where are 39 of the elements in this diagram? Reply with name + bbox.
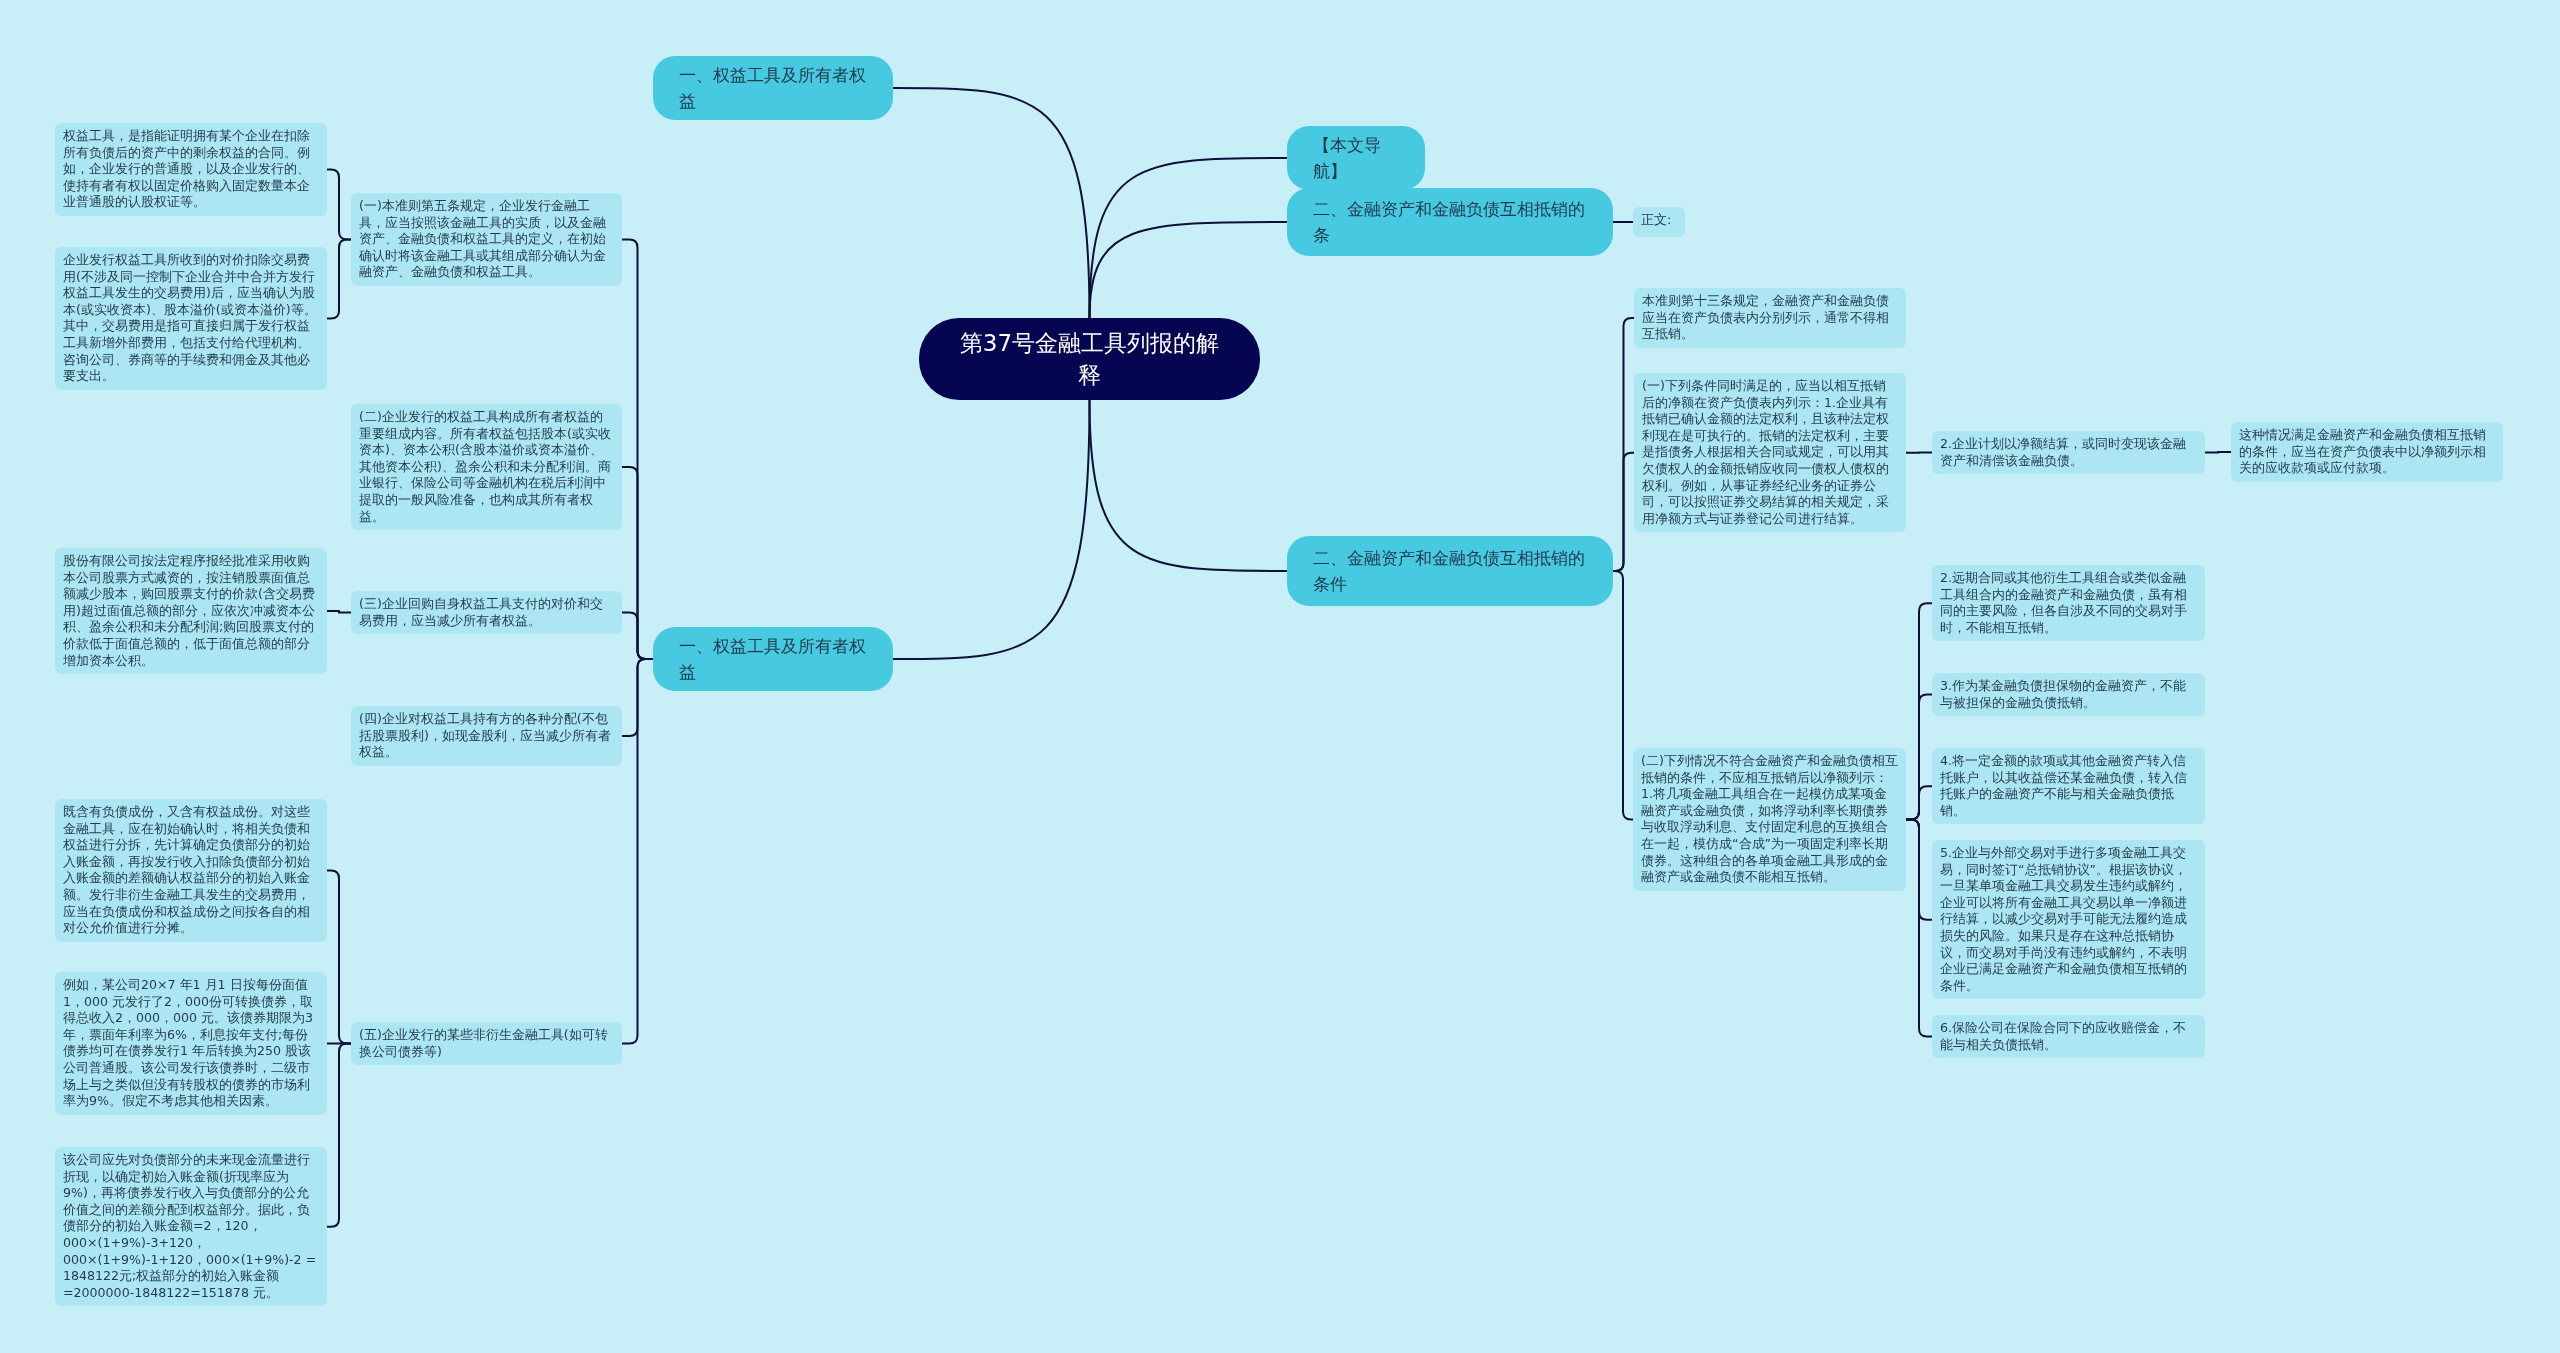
text-card: 4.将一定金额的款项或其他金融资产转入信托账户，以其收益偿还某金融负债，转入信托账户的金融资产不能与相关金融负债抵销。 — [1932, 748, 2205, 825]
text-card: 股份有限公司按法定程序报经批准采用收购本公司股票方式减资的，按注销股票面值总额减少股本，购回股票支付的价款(含交易费用)超过面值总额的部分，应依次冲减资本公积、盈余公积和未分配利润;购回股票支付的价款低于面值总额的，低于面值总额的部分增加资本公积。 — [55, 548, 327, 675]
connector-line — [2204, 450, 2232, 454]
text-card: (一)本准则第五条规定，企业发行金融工具，应当按照该金融工具的实质，以及金融资产、金融负债和权益工具的定义，在初始确认时将该金融工具或其组成部分确认为金融资产、金融负债和权益工具。 — [351, 193, 622, 286]
text-card: 2.远期合同或其他衍生工具组合或类似金融工具组合内的金融资产和金融负债，虽有相同的主要风险，但各自涉及不同的交易对手时，不能相互抵销。 — [1932, 565, 2205, 642]
topic-box: 【本文导航】 — [1287, 126, 1425, 190]
connector-line — [326, 238, 352, 320]
text-card: (五)企业发行的某些非衍生金融工具(如可转换公司债券等) — [351, 1022, 622, 1066]
connector-line — [1088, 221, 1288, 319]
text-card: 正文: — [1633, 207, 1685, 237]
connector-line — [892, 87, 1091, 319]
topic-box: 一、权益工具及所有者权益 — [653, 56, 893, 120]
text-card: (一)下列条件同时满足的，应当以相互抵销后的净额在资产负债表内列示：1.企业具有抵销已确认金额的法定权利，且该种法定权利现在是可执行的。抵销的法定权利，主要是指债务人根据相关合同或规定，可以用其欠债权人的金额抵销应收同一债权人债权的权利。例如，从事证券经纪业务的证券公司，可以按照证券交易结算的相关规定，采用净额方式与证券登记公司进行结算。 — [1634, 373, 1906, 533]
connector-line — [1612, 570, 1634, 821]
connector-line — [1088, 399, 1288, 572]
text-card: 权益工具，是指能证明拥有某个企业在扣除所有负债后的资产中的剩余权益的合同。例如，企业发行的普通股，以及企业发行的、使持有者有权以固定价格购入固定数量本企业普通股的认股权证等。 — [55, 123, 327, 216]
text-card: 该公司应先对负债部分的未来现金流量进行折现，以确定初始入账金额(折现率应为9%)，再将债券发行收入与负债部分的公允价值之间的差额分配到权益部分。据此，负债部分的初始入账金额=2，120，000×(1+9%)-3+120，000×(1+9%)-1+120，000×(1+9%)-2 = 1848122元;权益部分的初始入账金额=2000000-1848122=151878 元。 — [55, 1147, 327, 1307]
central-topic: 第37号金融工具列报的解释 — [919, 318, 1260, 400]
topic-box: 二、金融资产和金融负债互相抵销的条 — [1287, 188, 1613, 256]
text-card: 企业发行权益工具所收到的对价扣除交易费用(不涉及同一控制下企业合并中合并方发行权益工具发生的交易费用)后，应当确认为股本(或实收资本)、股本溢价(或资本溢价)等。其中，交易费用是指可直接归属于发行权益工具新增外部费用，包括支付给代理机构、咨询公司、券商等的手续费和佣金及其他必要支出。 — [55, 247, 327, 390]
text-card: (三)企业回购自身权益工具支付的对价和交易费用，应当减少所有者权益。 — [351, 591, 622, 635]
text-card: 6.保险公司在保险合同下的应收赔偿金，不能与相关负债抵销。 — [1932, 1015, 2205, 1059]
connector-line — [1905, 451, 1933, 454]
connector-line — [326, 610, 352, 614]
text-card: 既含有负债成份，又含有权益成份。对这些金融工具，应在初始确认时，将相关负债和权益进行分拆，先计算确定负债部分的初始入账金额，再按发行收入扣除负债部分初始入账金额的差额确认权益部分的初始入账金额。发行非衍生金融工具发生的交易费用，应当在负债成份和权益成份之间按各自的相对公允价值进行分摊。 — [55, 799, 327, 942]
text-card: 5.企业与外部交易对手进行多项金融工具交易，同时签订“总抵销协议”。根据该协议，一旦某单项金融工具交易发生违约或解约，企业可以将所有金融工具交易以单一净额进行结算，以减少交易对手可能无法履约造成损失的风险。如果只是存在这种总抵销协议，而交易对手尚没有违约或解约，不表明企业已满足金融资产和金融负债相互抵销的条件。 — [1932, 840, 2205, 1000]
text-card: 本准则第十三条规定，金融资产和金融负债应当在资产负债表内分别列示，通常不得相互抵销。 — [1634, 288, 1906, 348]
text-card: 2.企业计划以净额结算，或同时变现该金融资产和清偿该金融负债。 — [1932, 431, 2205, 475]
topic-box: 二、金融资产和金融负债互相抵销的条件 — [1287, 536, 1613, 606]
text-card: (二)企业发行的权益工具构成所有者权益的重要组成内容。所有者权益包括股本(或实收资本)、资本公积(含股本溢价或资本溢价、其他资本公积)、盈余公积和未分配利润。商业银行、保险公司等金融机构在税后利润中提取的一般风险准备，也构成其所有者权益。 — [351, 404, 622, 531]
text-card: 3.作为某金融负债担保物的金融资产，不能与被担保的金融负债抵销。 — [1932, 673, 2205, 717]
connector-line — [1612, 221, 1634, 223]
topic-box: 一、权益工具及所有者权益 — [653, 627, 893, 691]
text-card: (二)下列情况不符合金融资产和金融负债相互抵销的条件，不应相互抵销后以净额列示：1.将几项金融工具组合在一起模仿成某项金融资产或金融负债，如将浮动利率长期债券与收取浮动利息、支付固定利息的互换组合在一起，模仿成“合成”为一项固定利率长期债券。这种组合的各单项金融工具形成的金融资产或金融负债不能相互抵销。 — [1633, 748, 1906, 891]
connector-line — [326, 1042, 352, 1228]
text-card: 例如，某公司20×7 年1 月1 日按每份面值1，000 元发行了2，000份可转换债券，取得总收入2，000，000 元。该债券期限为3 年，票面年利率为6%，利息按年支付;每份债券均可在债券发行1 年后转换为250 股该公司普通股。该公司发行该债券时，二级市场上与之类似但没有转股权的债券的市场利率为9%。假定不考虑其他相关因素。 — [55, 972, 327, 1115]
text-card: (四)企业对权益工具持有方的各种分配(不包括股票股利)，如现金股利，应当减少所有者权益。 — [351, 706, 622, 766]
connector-line — [892, 399, 1091, 660]
text-card: 这种情况满足金融资产和金融负债相互抵销的条件，应当在资产负债表中以净额列示相关的应收款项或应付款项。 — [2231, 422, 2503, 482]
